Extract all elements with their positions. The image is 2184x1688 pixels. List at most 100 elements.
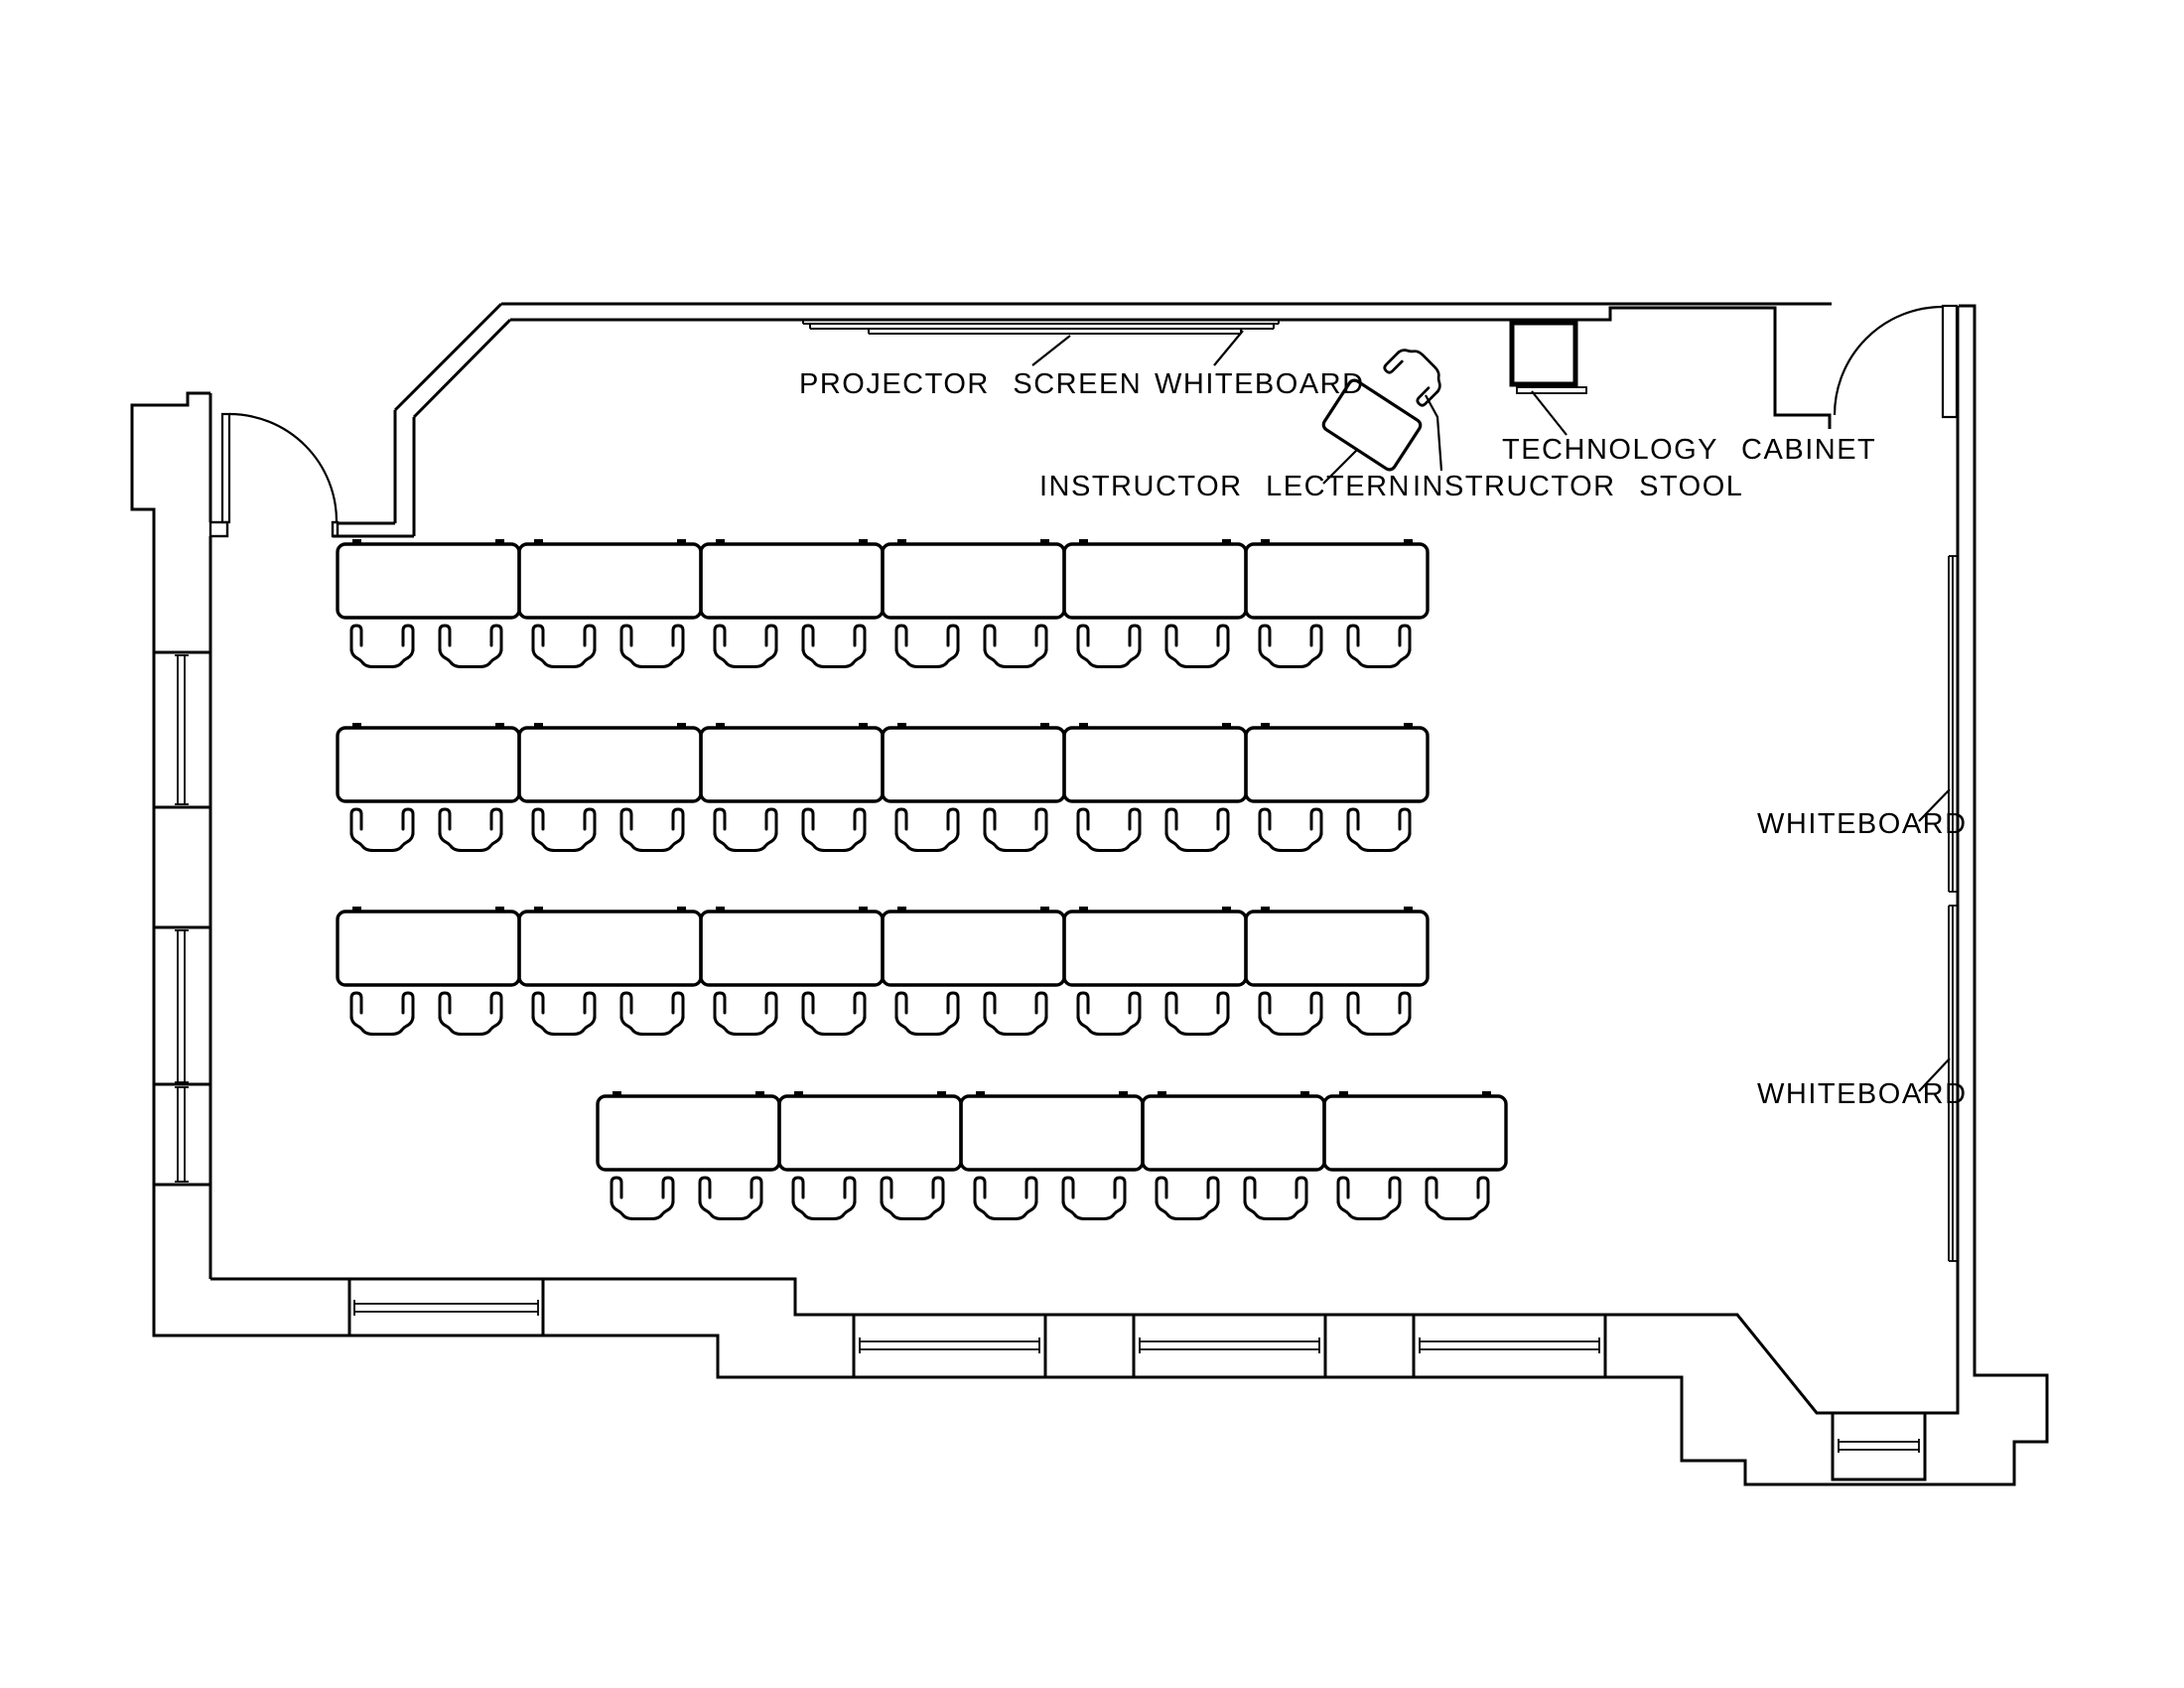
chair-outline xyxy=(713,624,727,652)
table-top xyxy=(1322,1094,1508,1172)
table-tick xyxy=(1404,539,1413,544)
table-tick xyxy=(1300,1091,1309,1096)
table xyxy=(1244,723,1430,852)
chair xyxy=(1164,807,1230,852)
chair-outline xyxy=(698,1198,763,1220)
chair-outline xyxy=(1128,991,1142,1020)
table xyxy=(881,723,1066,852)
projector-screen-and-whiteboard xyxy=(802,320,1280,335)
table-tick xyxy=(755,1091,764,1096)
chair-outline xyxy=(946,624,960,652)
chair-outline xyxy=(1258,646,1323,668)
chair-outline xyxy=(894,991,908,1020)
chair-outline xyxy=(750,1176,763,1204)
chair xyxy=(610,1176,675,1220)
chair-outline xyxy=(349,991,363,1020)
chair-outline xyxy=(1243,1198,1308,1220)
chair-outline xyxy=(801,624,815,652)
door-jamb xyxy=(208,520,229,538)
chair-outline xyxy=(1336,1176,1350,1204)
chair-outline xyxy=(983,991,997,1020)
table-tick xyxy=(352,723,361,728)
chair-outline xyxy=(801,830,867,852)
chair-outline xyxy=(713,1014,778,1036)
chair xyxy=(619,624,685,668)
table-tick xyxy=(534,539,543,544)
chair-outline xyxy=(671,991,685,1020)
chair-outline xyxy=(619,624,633,652)
table-tick xyxy=(1404,723,1413,728)
door-leaf xyxy=(220,412,231,524)
chair-outline xyxy=(713,830,778,852)
chair-outline xyxy=(619,991,633,1020)
chair-outline xyxy=(853,991,867,1020)
chair-outline xyxy=(983,624,997,652)
chair-outline xyxy=(1396,349,1441,394)
chair-outline xyxy=(438,830,503,852)
chair-outline xyxy=(438,624,452,652)
chair-outline xyxy=(1164,991,1178,1020)
chair-outline xyxy=(619,646,685,668)
chair-outline xyxy=(619,807,633,836)
table-tick xyxy=(352,539,361,544)
leader-line-projector-screen xyxy=(1031,335,1071,366)
chair xyxy=(1258,991,1323,1036)
chair-outline xyxy=(1216,624,1230,652)
table xyxy=(1322,1091,1508,1220)
leader-line-instructor-stool xyxy=(1425,394,1443,472)
chair-outline xyxy=(894,1014,960,1036)
chair xyxy=(1076,624,1142,668)
table-tick xyxy=(897,907,906,912)
table-tick xyxy=(1040,723,1049,728)
chair-outline xyxy=(349,807,363,836)
chair xyxy=(1425,1176,1490,1220)
chair-outline xyxy=(1336,1198,1402,1220)
chair-outline xyxy=(489,991,503,1020)
chair xyxy=(531,807,597,852)
table-tick xyxy=(976,1091,985,1096)
chair xyxy=(1164,991,1230,1036)
chair xyxy=(349,991,415,1036)
chair xyxy=(1061,1176,1127,1220)
chair xyxy=(894,624,960,668)
chair-outline xyxy=(1425,1198,1490,1220)
table-row-3 xyxy=(336,907,1430,1036)
chair-outline xyxy=(853,807,867,836)
chair-outline xyxy=(1076,807,1090,836)
leader-line-technology-cabinet xyxy=(1531,390,1568,436)
instructor-stool xyxy=(1383,349,1441,407)
chair-outline xyxy=(583,807,597,836)
chair-outline xyxy=(401,991,415,1020)
chair xyxy=(619,807,685,852)
chair-outline xyxy=(1416,386,1439,407)
table-tick xyxy=(1222,907,1231,912)
table-top xyxy=(1244,542,1430,620)
chair-outline xyxy=(671,624,685,652)
chair-outline xyxy=(946,991,960,1020)
chair-outline xyxy=(1164,1014,1230,1036)
chair-outline xyxy=(1216,991,1230,1020)
chair-outline xyxy=(713,807,727,836)
chair-outline xyxy=(1034,991,1048,1020)
table-tick xyxy=(1404,907,1413,912)
chair xyxy=(880,1176,945,1220)
window xyxy=(347,1279,545,1336)
chair-outline xyxy=(791,1176,805,1204)
chair xyxy=(983,624,1048,668)
chair-outline xyxy=(619,1014,685,1036)
cabinet-base xyxy=(1516,386,1587,394)
chair-outline xyxy=(1061,1198,1127,1220)
table xyxy=(1244,539,1430,668)
table-tick xyxy=(1339,1091,1348,1096)
chair xyxy=(1346,991,1412,1036)
chair xyxy=(1164,624,1230,668)
chair-outline xyxy=(894,646,960,668)
chair-outline xyxy=(1164,646,1230,668)
interior-wall-line xyxy=(412,318,512,419)
chair-outline xyxy=(713,646,778,668)
table xyxy=(881,539,1066,668)
chair-outline xyxy=(531,830,597,852)
chair-outline xyxy=(983,830,1048,852)
chair-outline xyxy=(619,830,685,852)
